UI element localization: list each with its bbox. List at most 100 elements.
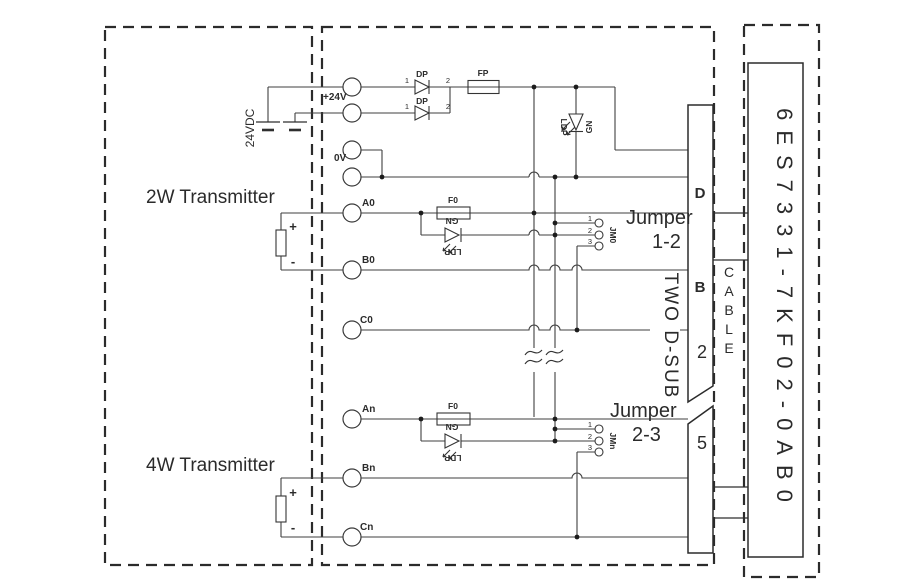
diode1-pin2: 2	[446, 76, 450, 85]
cable-label: C A B L E	[724, 264, 734, 356]
line-break-mark	[545, 349, 564, 356]
cable-letter-l: L	[725, 321, 733, 337]
jm0-pin3	[594, 241, 604, 251]
diode-dp-1	[414, 79, 431, 95]
terminal-b0	[342, 260, 362, 280]
label-fp: FP	[478, 68, 489, 78]
terminal-p24-1	[342, 77, 362, 97]
terminal-cn	[342, 527, 362, 547]
diode2-pin1: 1	[405, 102, 409, 111]
module-part-number: 6ES7331-7KF02-0AB0	[772, 108, 797, 512]
channel-led-n	[444, 433, 461, 449]
label-b0: B0	[362, 255, 375, 266]
note-jumper12-word: Jumper	[626, 207, 693, 229]
terminal-0v-2	[342, 167, 362, 187]
label-dp-1: DP	[416, 69, 428, 79]
connector-pin-5: 5	[697, 433, 707, 453]
note-jumper12-range: 1-2	[652, 231, 681, 253]
module-box	[742, 23, 821, 579]
jm0-pin3-label: 3	[588, 237, 592, 246]
jmn-pin2-label: 2	[588, 432, 592, 441]
dsub-connector	[687, 104, 748, 554]
jm0-pin1-label: 1	[588, 214, 592, 223]
junction-dots	[379, 84, 580, 540]
cable-letter-b: B	[724, 302, 733, 318]
dsub-label-backing	[650, 274, 680, 398]
label-2w-transmitter: 2W Transmitter	[146, 187, 275, 208]
channel-0-wiring	[275, 206, 688, 331]
module-body	[747, 62, 804, 558]
dsub-connector-lower	[687, 404, 714, 554]
channel-led-0	[444, 227, 461, 243]
label-f0-chn: F0	[448, 401, 458, 411]
cable-letter-a: A	[724, 283, 734, 299]
terminal-bn	[342, 468, 362, 488]
connector-pin-2: 2	[697, 342, 707, 362]
label-ldp-power: LDP	[559, 119, 569, 136]
field-devices-box	[103, 25, 314, 567]
label-jmn: JMn	[608, 433, 618, 450]
jmn-pin1	[594, 424, 604, 434]
line-break-mark	[524, 349, 543, 356]
polarity-plus-4w: +	[289, 485, 297, 500]
dsub-connector-upper	[687, 104, 714, 404]
terminal-circles	[342, 77, 362, 547]
label-gn-chn: GN	[446, 422, 459, 432]
label-ldp-chn: LDP	[444, 453, 461, 463]
terminal-0v-1	[342, 140, 362, 160]
supply-rails	[524, 87, 577, 441]
fuse-f0-ch0	[436, 206, 471, 220]
jmn-pin3	[594, 447, 604, 457]
line-break-mark	[524, 358, 543, 365]
fuse-fp	[467, 79, 500, 95]
power-led	[561, 113, 584, 136]
diode2-pin2: 2	[446, 102, 450, 111]
cable-letter-e: E	[724, 340, 733, 356]
label-f0-ch0: F0	[448, 195, 458, 205]
label-4w-transmitter: 4W Transmitter	[146, 455, 275, 476]
label-bn: Bn	[362, 463, 375, 474]
polarity-minus-4w: -	[291, 520, 295, 535]
label-gn-power: GN	[584, 121, 594, 134]
polarity-plus-2w: +	[289, 219, 297, 234]
cable-letter-c: C	[724, 264, 734, 280]
label-0v: 0V	[334, 153, 347, 164]
label-p24: +24V	[323, 92, 347, 103]
label-c0: C0	[360, 315, 373, 326]
connector-pin-d: D	[695, 185, 706, 202]
label-jm0: JM0	[608, 227, 618, 244]
diode-dp-2	[414, 105, 431, 121]
polarity-minus-2w: -	[291, 254, 295, 269]
label-cn: Cn	[360, 522, 373, 533]
channel-n-wiring	[275, 412, 688, 538]
jmn-pin1-label: 1	[588, 420, 592, 429]
label-24vdc: 24VDC	[243, 108, 257, 147]
jmn-pin2	[594, 436, 604, 446]
label-gn-ch0: GN	[446, 216, 459, 226]
note-jumper23-range: 2-3	[632, 424, 661, 446]
fuse-f0-chn	[436, 412, 471, 426]
terminal-block-box	[320, 25, 716, 567]
label-a0: A0	[362, 198, 375, 209]
label-two-dsub: TWO D-SUB	[660, 273, 681, 400]
label-dp-2: DP	[416, 96, 428, 106]
terminal-an	[342, 409, 362, 429]
jumper-pins	[594, 218, 604, 457]
line-break-mark	[545, 358, 564, 365]
jm0-pin1	[594, 218, 604, 228]
label-an: An	[362, 404, 375, 415]
terminal-p24-2	[342, 103, 362, 123]
label-ldp-ch0: LDP	[444, 247, 461, 257]
jmn-pin3-label: 3	[588, 443, 592, 452]
terminal-c0	[342, 320, 362, 340]
terminal-a0	[342, 203, 362, 223]
power-supply-wiring	[256, 79, 688, 178]
jm0-pin2	[594, 230, 604, 240]
note-jumper23-word: Jumper	[610, 400, 677, 422]
connector-pin-b: B	[695, 279, 706, 296]
transmitter-4w-symbol	[275, 495, 287, 523]
diode1-pin1: 1	[405, 76, 409, 85]
jm0-pin2-label: 2	[588, 226, 592, 235]
transmitter-2w-symbol	[275, 229, 287, 257]
